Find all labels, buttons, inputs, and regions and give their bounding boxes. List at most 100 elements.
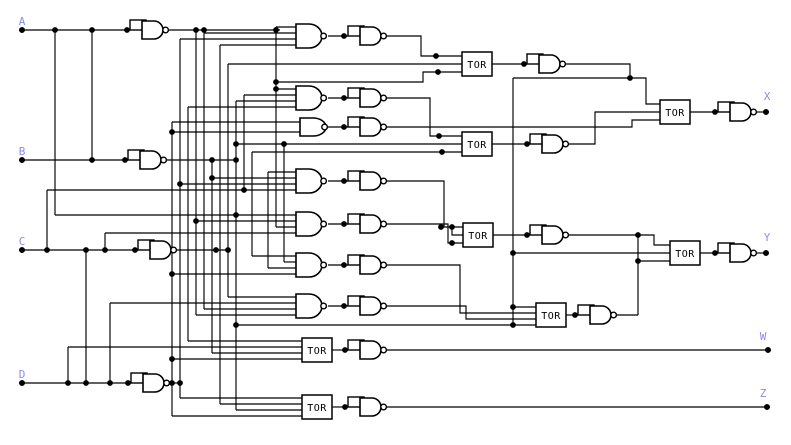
invert-bubble-icon <box>320 220 328 228</box>
tor-label: TOR <box>468 231 488 242</box>
invert-bubble-icon <box>320 302 328 310</box>
nand-body <box>141 20 164 40</box>
inverter-gate[interactable] <box>347 396 388 417</box>
junction-dot <box>52 27 58 33</box>
nand-body <box>139 150 162 170</box>
nand-body <box>541 134 564 154</box>
tor-gate[interactable]: TOR <box>462 222 494 248</box>
wire <box>387 119 660 128</box>
nand-body <box>295 211 323 237</box>
nand-gate[interactable] <box>295 85 328 111</box>
tor-box <box>535 302 567 328</box>
junction-dot <box>521 61 527 67</box>
tor-gate[interactable]: TOR <box>461 131 493 157</box>
junction-dot <box>627 75 633 81</box>
nand-gate[interactable] <box>295 168 328 194</box>
junction-dot <box>83 380 89 386</box>
junction-dot <box>169 380 175 386</box>
inverter-gate[interactable] <box>127 149 168 170</box>
nand-gate[interactable] <box>295 23 328 49</box>
junction-dot <box>510 304 516 310</box>
nand-body <box>541 225 564 245</box>
nand-body <box>295 85 323 111</box>
tor-box <box>301 394 333 420</box>
junction-dot <box>65 380 71 386</box>
junction-dot <box>449 240 455 246</box>
output-pin-X[interactable]: X <box>763 90 771 115</box>
inverter-gate[interactable] <box>347 213 388 234</box>
junction-dot <box>712 109 718 115</box>
wire <box>387 97 462 137</box>
invert-bubble-icon <box>559 60 567 68</box>
junction-dot <box>433 53 439 59</box>
nand-gate[interactable] <box>299 117 329 137</box>
tor-box <box>659 99 691 125</box>
invert-bubble-icon <box>380 261 388 269</box>
nand-gate[interactable] <box>295 211 328 237</box>
tor-gate[interactable]: TOR <box>461 51 493 77</box>
input-pin-A[interactable]: A <box>19 15 26 33</box>
tor-gate[interactable]: TOR <box>301 337 333 363</box>
junction-dot <box>177 380 183 386</box>
junction-dot <box>169 356 175 362</box>
invert-bubble-icon <box>750 249 758 257</box>
inverter-gate[interactable] <box>347 87 388 108</box>
inverter-gate[interactable] <box>129 19 170 40</box>
invert-bubble-icon <box>380 346 388 354</box>
tor-label: TOR <box>307 346 327 357</box>
junction-dot <box>132 247 138 253</box>
inverter-gate[interactable] <box>347 25 388 46</box>
inverter-gate[interactable] <box>529 133 570 154</box>
tor-gate[interactable]: TOR <box>659 99 691 125</box>
output-label-X: X <box>764 90 771 103</box>
input-pin-C[interactable]: C <box>19 235 26 253</box>
nand-body <box>589 305 612 325</box>
invert-bubble-icon <box>380 177 388 185</box>
invert-bubble-icon <box>320 177 328 185</box>
junction-dot <box>102 247 108 253</box>
nand-gate[interactable] <box>295 293 328 319</box>
inverter-gate[interactable] <box>347 170 388 191</box>
inverter-gate[interactable] <box>347 339 388 360</box>
inverter-gate[interactable] <box>130 372 171 393</box>
junction-dot <box>83 247 89 253</box>
inverter-gate[interactable] <box>577 304 618 325</box>
tor-gate[interactable]: TOR <box>535 302 567 328</box>
inverter-gate[interactable] <box>526 53 567 74</box>
tor-gate[interactable]: TOR <box>301 394 333 420</box>
output-pin-W[interactable]: W <box>760 330 771 353</box>
invert-bubble-icon <box>163 379 171 387</box>
input-pin-B[interactable]: B <box>19 145 26 163</box>
inverter-gate[interactable] <box>347 295 388 316</box>
wire <box>387 264 536 314</box>
invert-bubble-icon <box>162 26 170 34</box>
inverter-gate[interactable] <box>529 224 570 245</box>
nand-body <box>295 252 323 278</box>
junction-dot <box>635 232 641 238</box>
nand-body <box>295 168 323 194</box>
nand-gate[interactable] <box>295 252 328 278</box>
input-pin-D[interactable]: D <box>19 368 26 386</box>
junction-dot <box>572 312 578 318</box>
invert-bubble-icon <box>750 108 758 116</box>
inverter-gate[interactable] <box>717 242 758 263</box>
input-label-B: B <box>19 145 26 158</box>
wire <box>566 63 631 78</box>
output-pin-Z[interactable]: Z <box>760 387 770 410</box>
inverter-gate[interactable] <box>347 116 388 137</box>
junction-dot <box>233 322 239 328</box>
invert-bubble-icon <box>321 123 329 131</box>
inverter-gate[interactable] <box>137 239 178 260</box>
inverter-gate[interactable] <box>717 101 758 122</box>
wire <box>387 305 536 320</box>
junction-dot <box>435 69 441 75</box>
tor-gate[interactable]: TOR <box>669 240 701 266</box>
junction-dot <box>122 157 128 163</box>
input-label-D: D <box>19 368 26 381</box>
output-pin-Y[interactable]: Y <box>763 231 771 256</box>
invert-bubble-icon <box>562 231 570 239</box>
junction-dot <box>169 129 175 135</box>
inverter-gate[interactable] <box>347 254 388 275</box>
